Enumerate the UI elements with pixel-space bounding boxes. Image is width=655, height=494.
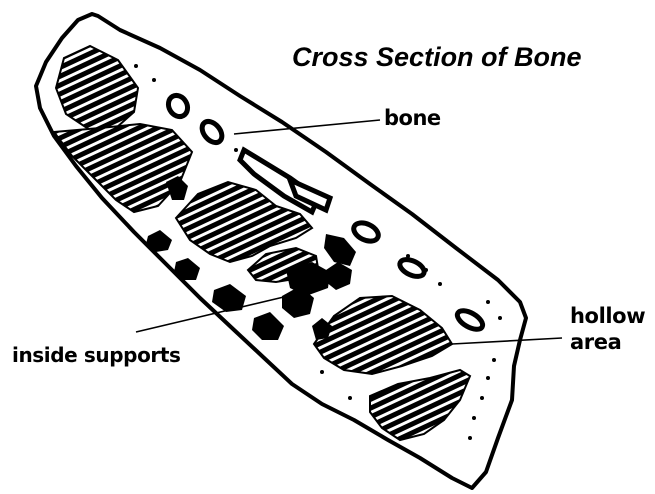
label-bone: bone (384, 106, 441, 130)
label-inside-supports: inside supports (12, 343, 181, 367)
diagram-title: Cross Section of Bone (292, 42, 582, 73)
label-hollow-line1: hollow (570, 303, 645, 329)
label-hollow-area: hollow area (570, 303, 645, 355)
label-hollow-line2: area (570, 329, 645, 355)
